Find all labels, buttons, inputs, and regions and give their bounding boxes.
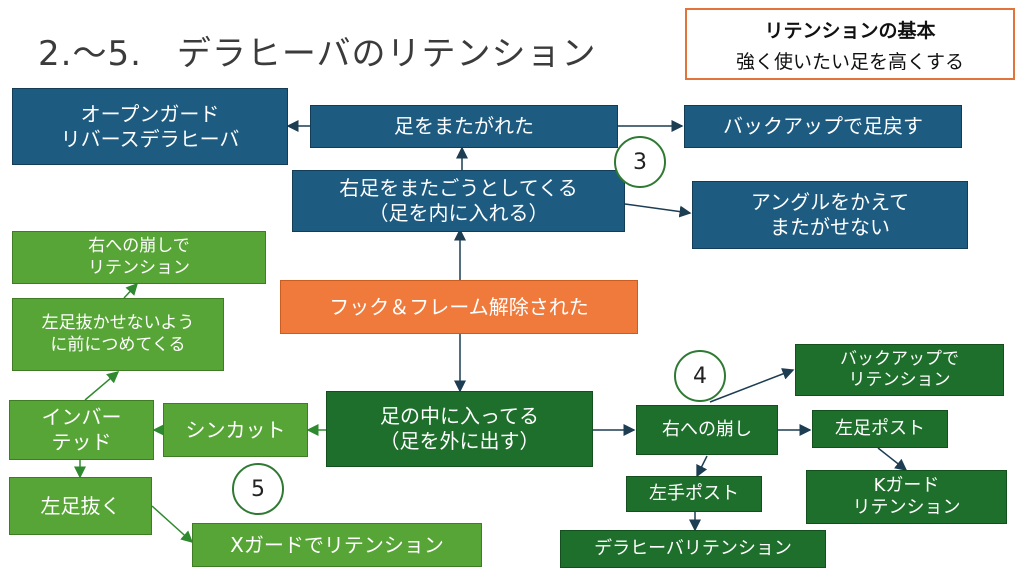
node-backup-retention: バックアップで リテンション [795,344,1004,396]
node-backup-return: バックアップで足戻す [684,105,962,148]
basics-callout: リテンションの基本 強く使いたい足を高くする [685,8,1015,80]
node-change-angle: アングルをかえて またがせない [692,181,968,249]
node-x-guard-retention: Xガードでリテンション [192,523,482,567]
node-inverted: インバー テッド [9,400,154,460]
node-dlr-retention: デラヒーバリテンション [560,530,826,568]
callout-subtext: 強く使いたい足を高くする [735,51,964,73]
node-left-hand-post: 左手ポスト [626,476,762,512]
marker-3: 3 [614,136,666,188]
callout-heading: リテンションの基本 [764,20,936,42]
arrow-left-leg-out-to-x-guard [151,505,194,544]
node-open-guard: オープンガード リバースデラヒーバ [12,88,288,165]
arrow-right-break-to-backup-retention [709,368,795,403]
page-title: 2.～5. デラヒーバのリテンション [38,34,597,74]
node-left-foot-post: 左足ポスト [812,410,948,448]
node-right-break-retention: 右への崩しで リテンション [12,231,266,284]
node-right-break: 右への崩し [636,405,778,455]
arrow-inverted-to-come-forward [84,371,120,401]
node-leg-inside: 足の中に入ってる （足を外に出す） [326,391,593,467]
arrow-right-break-to-hand-post [696,455,708,478]
arrow-straddle-attempt-to-angle [624,203,692,218]
node-come-forward: 左足抜かせないよう に前につめてくる [12,298,224,371]
marker-5: 5 [232,463,284,515]
node-leg-straddled: 足をまたがれた [310,105,618,148]
arrow-foot-post-to-k-guard [877,447,908,471]
node-left-leg-out: 左足抜く [9,477,152,535]
marker-4: 4 [674,350,726,402]
node-shin-cut: シンカット [163,403,308,457]
node-right-leg-straddle: 右足をまたごうとしてくる （足を内に入れる） [292,170,625,232]
node-hook-frame-released: フック＆フレーム解除された [280,280,638,334]
node-k-guard-retention: Kガード リテンション [806,470,1007,524]
arrow-come-forward-to-right-break-retention [123,282,139,299]
